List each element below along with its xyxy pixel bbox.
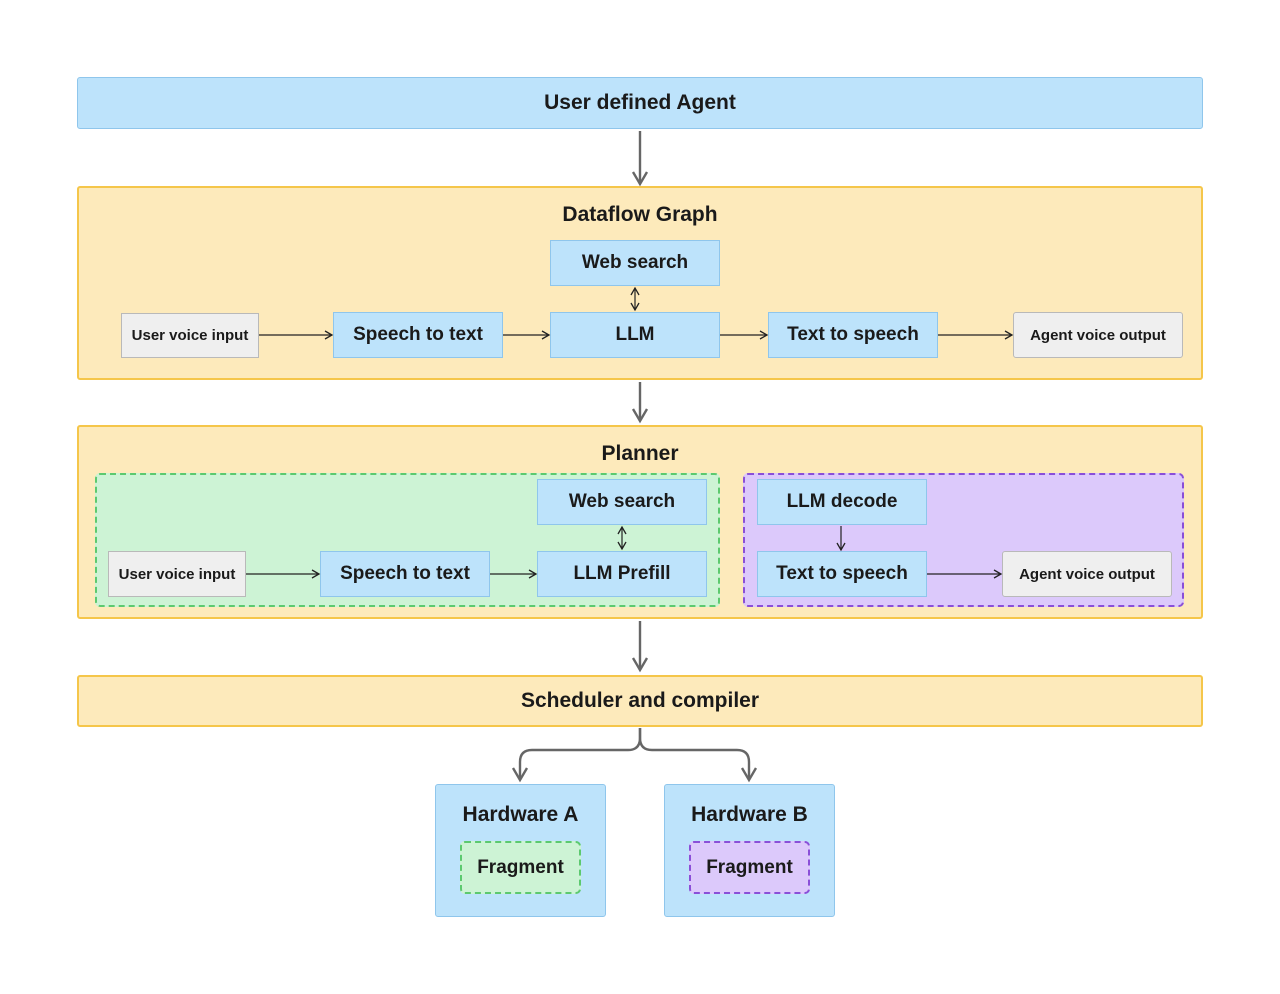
- planner-web-search-label: Web search: [568, 491, 676, 512]
- dataflow-user-voice-input: User voice input: [121, 313, 259, 358]
- planner-speech-to-text-label: Speech to text: [340, 563, 470, 584]
- dataflow-text-to-speech-label: Text to speech: [787, 324, 919, 345]
- arrow-scheduler-to-hardware-b: [638, 728, 758, 783]
- hardware-b-fragment-label: Fragment: [706, 856, 793, 878]
- user-defined-agent-label: User defined Agent: [544, 91, 736, 114]
- hardware-b-title: Hardware B: [691, 803, 808, 826]
- hardware-a-box: Hardware A Fragment: [435, 784, 606, 917]
- hardware-b-fragment: Fragment: [689, 841, 810, 894]
- planner-user-voice-input-label: User voice input: [118, 565, 236, 583]
- hardware-a-title: Hardware A: [462, 803, 579, 826]
- dataflow-llm: LLM: [550, 312, 720, 358]
- planner-text-to-speech: Text to speech: [757, 551, 927, 597]
- hardware-a-fragment: Fragment: [460, 841, 581, 894]
- scheduler-compiler-label: Scheduler and compiler: [520, 689, 760, 712]
- scheduler-compiler-box: Scheduler and compiler: [77, 675, 1203, 727]
- dataflow-user-voice-input-label: User voice input: [131, 327, 249, 344]
- planner-agent-voice-output-label: Agent voice output: [1019, 565, 1155, 583]
- planner-speech-to-text: Speech to text: [320, 551, 490, 597]
- dataflow-llm-label: LLM: [615, 324, 655, 345]
- dataflow-web-search: Web search: [550, 240, 720, 286]
- planner-llm-prefill-label: LLM Prefill: [573, 563, 671, 584]
- dataflow-text-to-speech: Text to speech: [768, 312, 938, 358]
- dataflow-speech-to-text: Speech to text: [333, 312, 503, 358]
- arrow-scheduler-to-hardware-a: [511, 728, 642, 783]
- dataflow-agent-voice-output-label: Agent voice output: [1030, 326, 1166, 344]
- planner-llm-prefill: LLM Prefill: [537, 551, 707, 597]
- planner-agent-voice-output: Agent voice output: [1002, 551, 1172, 597]
- planner-web-search: Web search: [537, 479, 707, 525]
- hardware-b-box: Hardware B Fragment: [664, 784, 835, 917]
- dataflow-speech-to-text-label: Speech to text: [353, 324, 483, 345]
- user-defined-agent-box: User defined Agent: [77, 77, 1203, 129]
- planner-text-to-speech-label: Text to speech: [776, 563, 908, 584]
- hardware-a-fragment-label: Fragment: [477, 856, 564, 878]
- planner-title: Planner: [601, 442, 679, 465]
- dataflow-web-search-label: Web search: [581, 252, 689, 273]
- dataflow-graph-title: Dataflow Graph: [562, 203, 718, 226]
- dataflow-agent-voice-output: Agent voice output: [1013, 312, 1183, 358]
- planner-llm-decode: LLM decode: [757, 479, 927, 525]
- planner-user-voice-input: User voice input: [108, 551, 246, 597]
- planner-llm-decode-label: LLM decode: [786, 491, 898, 512]
